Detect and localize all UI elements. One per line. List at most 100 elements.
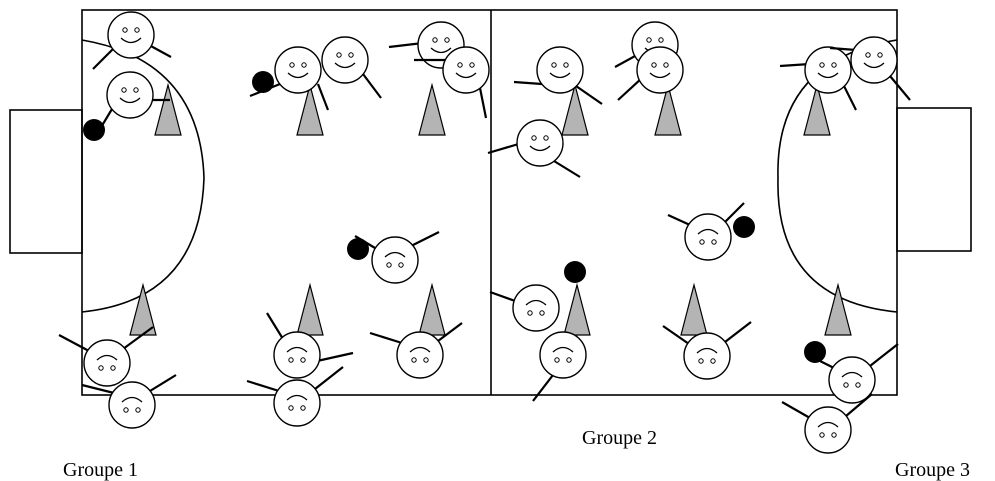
player-eye: [819, 432, 825, 438]
cone: [563, 282, 591, 336]
player-smile: [696, 347, 718, 354]
player-head: [108, 381, 156, 429]
player-smile: [287, 72, 309, 79]
player: [246, 366, 344, 427]
player: [58, 326, 154, 387]
player-eye: [122, 27, 128, 33]
player-eye: [411, 357, 417, 363]
player: [667, 202, 745, 261]
cone: [154, 82, 182, 136]
player-arm: [478, 87, 488, 119]
ball: [804, 341, 826, 363]
player-arm: [843, 85, 857, 111]
player: [92, 11, 172, 70]
left-goal: [9, 109, 83, 254]
ball: [347, 238, 369, 260]
player: [779, 46, 857, 111]
player: [487, 119, 581, 178]
player-arm: [92, 48, 114, 70]
player-arm: [410, 231, 440, 247]
player-eye: [289, 62, 295, 68]
player-head: [321, 36, 369, 84]
player-smile: [529, 145, 551, 152]
player-eye: [831, 62, 837, 68]
player-smile: [552, 346, 574, 353]
player-head: [804, 46, 852, 94]
player-eye: [831, 432, 837, 438]
player-head: [804, 406, 852, 454]
player: [532, 331, 587, 402]
player-arm: [81, 383, 115, 395]
player-arm: [58, 334, 90, 352]
ball: [733, 216, 755, 238]
cone: [418, 82, 446, 136]
player-arm: [316, 83, 330, 111]
player-eye: [554, 357, 560, 363]
player: [489, 284, 560, 332]
player-eye: [135, 407, 141, 413]
player-eye: [386, 262, 392, 268]
player-eye: [527, 310, 533, 316]
player-head: [107, 11, 155, 59]
player-arm: [553, 160, 581, 178]
player-head: [83, 339, 131, 387]
player-head: [828, 356, 876, 404]
player: [809, 343, 899, 404]
player: [266, 312, 354, 379]
player-eye: [551, 62, 557, 68]
player-arm: [667, 213, 691, 227]
player-eye: [646, 37, 652, 43]
cones: [129, 82, 852, 336]
player-eye: [711, 239, 717, 245]
player-arm: [148, 44, 172, 58]
player-smile: [120, 37, 142, 44]
player-head: [850, 36, 898, 84]
player-head: [106, 71, 154, 119]
player-arm: [889, 75, 911, 101]
player-eye: [865, 52, 871, 58]
player-eye: [123, 407, 129, 413]
player-head: [683, 332, 731, 380]
player-head: [539, 331, 587, 379]
player-eye: [288, 405, 294, 411]
player-head: [536, 46, 584, 94]
right-goal: [896, 107, 972, 252]
cone: [824, 282, 852, 336]
player-arm: [388, 41, 424, 49]
player-smile: [817, 72, 839, 79]
player: [369, 322, 463, 379]
player-eye: [698, 358, 704, 364]
player-smile: [286, 394, 308, 401]
player-arm: [314, 366, 344, 390]
player-eye: [563, 62, 569, 68]
player-arm: [617, 77, 643, 101]
player-head: [396, 331, 444, 379]
player: [414, 46, 490, 119]
player-head: [371, 236, 419, 284]
player-smile: [409, 346, 431, 353]
player-smile: [430, 47, 452, 54]
group-1-label: Groupe 1: [63, 459, 138, 481]
balls: [83, 71, 826, 363]
player-eye: [423, 357, 429, 363]
cone: [654, 82, 682, 136]
player-eye: [843, 382, 849, 388]
cone: [680, 282, 708, 336]
cone: [296, 282, 324, 336]
player-eye: [432, 37, 438, 43]
player-head: [516, 119, 564, 167]
player: [513, 46, 603, 105]
player: [829, 36, 911, 101]
player-arm: [781, 401, 811, 419]
player-arm: [662, 325, 690, 345]
player-eye: [663, 62, 669, 68]
player-arm: [614, 54, 638, 68]
player-eye: [855, 382, 861, 388]
player-smile: [649, 72, 671, 79]
player-eye: [531, 135, 537, 141]
player-eye: [336, 52, 342, 58]
player-smile: [286, 346, 308, 353]
player-smile: [96, 354, 118, 361]
player-arm: [122, 326, 154, 350]
player-eye: [710, 358, 716, 364]
